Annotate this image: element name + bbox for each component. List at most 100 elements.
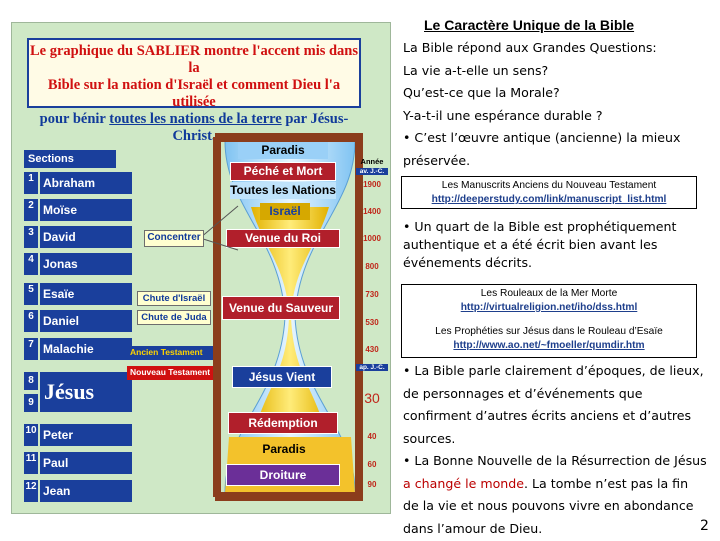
tag-nouveau-testament: Nouveau Testament	[127, 366, 213, 380]
graphic-banner: Le graphique du SABLIER montre l'accent …	[27, 38, 361, 144]
section-number: 3	[24, 226, 38, 248]
section-name: Esaïe	[40, 283, 132, 305]
bullet-line: de personnages et d’événements que	[403, 386, 643, 401]
year-sub-ap: ap. J.-C.	[356, 364, 388, 371]
section-number: 1	[24, 172, 38, 194]
year-30: 30	[364, 390, 380, 406]
label-peche-et-mort: Péché et Mort	[230, 162, 336, 181]
label-jesus-vient: Jésus Vient	[232, 366, 332, 388]
bullet-text: . La tombe n’est pas la fin	[524, 476, 689, 491]
bullet-line: dans l’amour de Dieu.	[403, 521, 543, 536]
intro-line: Y-a-t-il une espérance durable ?	[403, 108, 603, 123]
year-header: Année	[360, 157, 384, 166]
section-number: 7	[24, 338, 38, 360]
reference-box-manuscrits: Les Manuscrits Anciens du Nouveau Testam…	[401, 176, 697, 209]
reference-title: Les Rouleaux de la Mer Morte	[480, 288, 618, 299]
section-number: 2	[24, 199, 38, 221]
reference-title: Les Manuscrits Anciens du Nouveau Testam…	[441, 180, 657, 191]
annotation-chute-juda: Chute de Juda	[137, 310, 211, 325]
label-redemption: Rédemption	[228, 412, 338, 434]
annotation-chute-israel: Chute d'Israël	[137, 291, 211, 306]
slide-title: Le Caractère Unique de la Bible	[424, 17, 635, 33]
section-name: Peter	[40, 424, 132, 446]
section-number: 8	[24, 372, 38, 390]
intro-line: • C’est l’œuvre antique (ancienne) la mi…	[403, 130, 681, 145]
dead-sea-scrolls-link[interactable]: http://virtualreligion.net/iho/dss.html	[460, 302, 638, 313]
label-venue-du-roi: Venue du Roi	[226, 229, 340, 248]
year-1900: 1900	[363, 180, 381, 189]
banner-line-3: pour bénir toutes les nations de la terr…	[29, 111, 359, 145]
bullet-line: confirment d’autres écrits anciens et d’…	[403, 408, 692, 423]
year-800: 800	[365, 262, 379, 271]
isaiah-scroll-link[interactable]: http://www.ao.net/~fmoeller/qumdir.htm	[453, 340, 645, 351]
section-name: Daniel	[40, 310, 132, 332]
section-number: 9	[24, 394, 38, 412]
bullet-line: • Un quart de la Bible est prophétiqueme…	[403, 219, 677, 234]
section-name: Paul	[40, 452, 132, 474]
section-number: 10	[24, 424, 38, 446]
sections-header: Sections	[24, 150, 116, 168]
year-1000: 1000	[363, 234, 381, 243]
intro-line: La vie a-t-elle un sens?	[403, 63, 549, 78]
intro-line: Qu’est-ce que la Morale?	[403, 85, 560, 100]
year-90: 90	[367, 480, 377, 489]
section-name: Malachie	[40, 338, 132, 360]
bullet-line: événements décrits.	[403, 255, 533, 270]
reference-title: Les Prophéties sur Jésus dans le Rouleau…	[435, 326, 663, 337]
bullet-line: de la vie et nous pouvons vivre en abond…	[403, 498, 694, 513]
year-530: 530	[365, 318, 379, 327]
hourglass-post-right	[355, 137, 363, 497]
year-sub-av: av. J.-C.	[356, 168, 388, 175]
section-number: 5	[24, 283, 38, 305]
hourglass-post-left	[213, 137, 221, 497]
annotation-concentrer: Concentrer	[144, 230, 204, 247]
label-venue-du-sauveur: Venue du Sauveur	[222, 296, 340, 320]
banner-line-2: Bible sur la nation d'Israël et comment …	[47, 77, 341, 110]
bullet-line: • La Bonne Nouvelle de la Résurrection d…	[403, 453, 707, 468]
section-name: Abraham	[40, 172, 132, 194]
year-430: 430	[365, 345, 379, 354]
section-name-jesus: Jésus	[40, 372, 132, 412]
page-number: 2	[700, 518, 709, 534]
manuscripts-link[interactable]: http://deeperstudy.com/link/manuscript_l…	[431, 194, 667, 205]
hourglass-bottom-beam	[215, 492, 363, 501]
reference-box-rouleaux: Les Rouleaux de la Mer Morte http://virt…	[401, 284, 697, 358]
intro-line: préservée.	[403, 153, 471, 168]
highlight-text: a changé le monde	[403, 476, 525, 491]
section-name: Jean	[40, 480, 132, 502]
year-730: 730	[365, 290, 379, 299]
section-number: 12	[24, 480, 38, 502]
year-40: 40	[367, 432, 377, 441]
bullet-line: a changé le monde. La tombe n’est pas la…	[403, 473, 688, 496]
label-toutes-les-nations: Toutes les Nations	[230, 182, 336, 199]
banner-line-1: Le graphique du SABLIER montre l'accent …	[29, 43, 359, 76]
label-paradis-top: Paradis	[238, 142, 328, 159]
tag-ancien-testament: Ancien Testament	[127, 346, 213, 360]
year-1400: 1400	[363, 207, 381, 216]
bullet-line: • La Bible parle clairement d’époques, d…	[403, 363, 704, 378]
section-number: 11	[24, 452, 38, 474]
section-number: 6	[24, 310, 38, 332]
banner-line-3-start: pour bénir	[39, 111, 110, 127]
section-name: Jonas	[40, 253, 132, 275]
label-israel: Israël	[260, 203, 310, 220]
section-number: 4	[24, 253, 38, 275]
label-paradis-bottom: Paradis	[244, 441, 324, 458]
section-name: David	[40, 226, 132, 248]
bullet-line: authentique et a été écrit bien avant le…	[403, 237, 658, 252]
section-jesus: 8 9 Jésus	[24, 372, 140, 412]
year-60: 60	[367, 460, 377, 469]
section-name: Moïse	[40, 199, 132, 221]
concentrer-arrow	[200, 205, 239, 251]
bullet-line: sources.	[403, 431, 456, 446]
